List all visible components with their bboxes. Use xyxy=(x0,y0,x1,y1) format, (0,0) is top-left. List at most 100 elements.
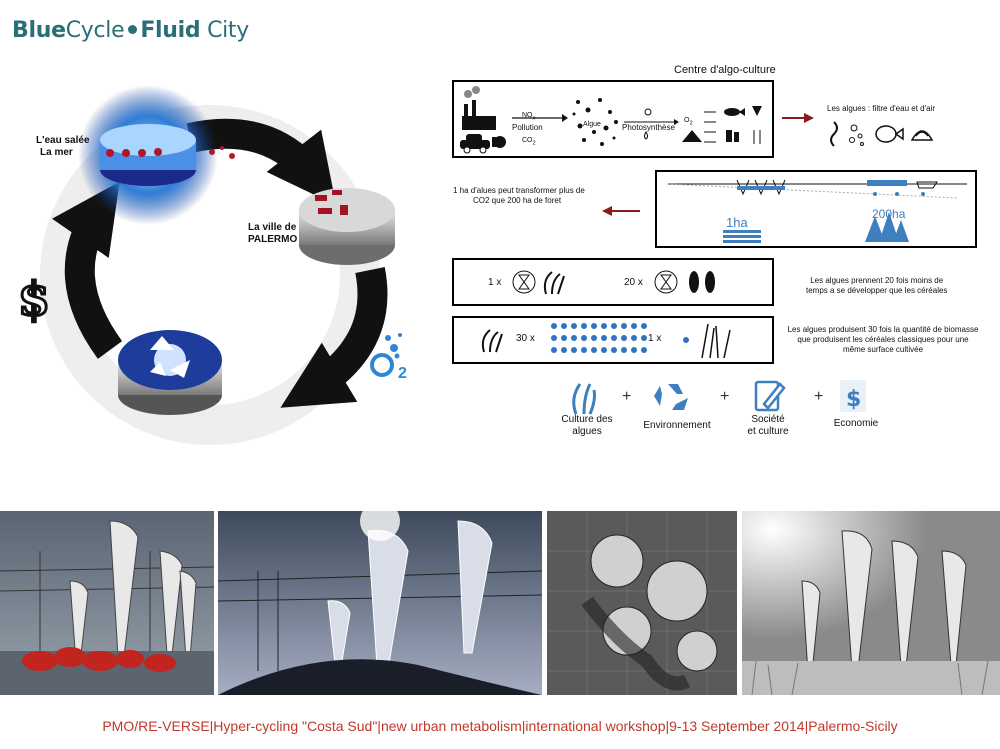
cutlery-icon xyxy=(753,130,761,144)
dollar-badge-icon: $ xyxy=(840,380,866,412)
algae-farm-icon xyxy=(736,179,786,196)
algae-icon xyxy=(543,271,565,295)
pillar-economy-line1: Economie xyxy=(833,418,879,429)
algae-icon-3 xyxy=(572,383,596,415)
water-drops-icon xyxy=(551,323,647,353)
hectare-diagram xyxy=(666,179,967,243)
o2-output-sub: 2 xyxy=(689,120,693,127)
brand-part-fluid: Fluid xyxy=(140,18,201,43)
render-photo-3 xyxy=(547,511,737,695)
city-label-line1: La ville de xyxy=(248,222,297,233)
cereal-stalks-icon xyxy=(701,323,731,359)
brand-part-cycle: Cycle xyxy=(65,18,125,43)
fish-icon xyxy=(724,108,745,116)
growth-caption-line1: Les algues prennent 20 fois moins de xyxy=(810,276,944,285)
bubbles-icon xyxy=(849,124,864,146)
pyramid-icon xyxy=(682,130,702,142)
nox-sub: x xyxy=(532,115,536,122)
sea-label-line2: La mer xyxy=(40,147,73,158)
water-box xyxy=(452,316,774,364)
cereal-icon xyxy=(689,271,715,293)
water-drop-icon xyxy=(644,131,648,140)
cosmetic-icon xyxy=(726,130,739,142)
growth-cereal-factor: 20 x xyxy=(624,277,643,288)
hectare-caption-line1: 1 ha d'alues peut transformer plus de xyxy=(453,186,585,195)
hourglass-icon-2 xyxy=(654,270,678,294)
hectare-caption: 1 ha d'alues peut transformer plus de CO… xyxy=(453,186,585,206)
algae-area-label: 1ha xyxy=(726,215,748,230)
brand-title: BlueCycle Fluid City xyxy=(12,18,249,43)
algae-cluster-icon xyxy=(106,146,235,159)
plus-sign-2: + xyxy=(720,388,730,405)
fish-outline-icon xyxy=(875,125,904,143)
pillar-environment-label: Environnement xyxy=(638,420,716,432)
o2-subscript: 2 xyxy=(398,365,407,382)
cycle-diagram: $ 2 xyxy=(17,85,407,445)
water-caption-line3: même surface cultivée xyxy=(842,345,924,354)
grass-icon xyxy=(751,660,989,695)
pillar-society-label: Société et culture xyxy=(738,414,798,438)
algae-label: Algue xyxy=(583,121,601,128)
render-photo-4 xyxy=(742,511,1000,695)
co2-text: CO xyxy=(522,137,533,144)
pillar-society-line2: et culture xyxy=(747,426,789,437)
co2-sub: 2 xyxy=(532,140,536,147)
dollar-icon: $ xyxy=(18,272,50,326)
growth-algae-factor: 1 x xyxy=(488,277,502,288)
growth-caption-line2: temps a se développer que les céréales xyxy=(806,286,948,295)
forest-area-label: 200ha xyxy=(872,207,906,221)
water-algae-factor: 30 x xyxy=(516,333,535,344)
algae-tower-icon-3 xyxy=(801,530,967,674)
pillar-environment-line1: Environnement xyxy=(643,420,711,431)
light-flare xyxy=(360,511,400,541)
pollution-label: Pollution xyxy=(512,123,543,132)
arrow-to-filter xyxy=(782,113,814,123)
red-trees-icon xyxy=(22,647,176,672)
arrow-to-hectare-caption xyxy=(602,206,640,216)
growth-box xyxy=(452,258,774,306)
dollar-badge-symbol: $ xyxy=(846,387,861,412)
brand-part-city: City xyxy=(207,18,249,43)
hectare-box xyxy=(655,170,977,248)
recycle-icon xyxy=(150,336,190,378)
pillar-algae-line1: Culture des xyxy=(561,414,613,425)
edit-document-icon xyxy=(754,380,786,412)
algae-icon-2 xyxy=(481,329,503,353)
nox-label: NOx xyxy=(522,112,535,122)
arrow-photosynthesis-head xyxy=(674,119,679,125)
output-arrows-icon xyxy=(704,111,716,143)
brand-part-blue: Blue xyxy=(12,18,66,43)
process-diagram xyxy=(460,86,762,154)
plus-sign-1: + xyxy=(622,388,632,405)
algae-particles-icon xyxy=(572,98,618,146)
water-cereal-factor: 1 x xyxy=(648,333,662,344)
pillar-algae-label: Culture des algues xyxy=(556,414,618,438)
water-depth-line xyxy=(666,183,958,199)
arrow-pollution-head xyxy=(562,114,568,122)
algae-center-title: Centre d'algo-culture xyxy=(674,64,776,76)
shell-outline-icon xyxy=(910,130,934,141)
algae-tower-icon xyxy=(69,520,197,664)
pillar-economy-label: Economie xyxy=(826,418,886,430)
render-photo-1 xyxy=(0,511,214,695)
city-map-icon xyxy=(315,190,348,215)
co2-label: CO2 xyxy=(522,137,536,147)
footer-caption: PMO/RE-VERSE|Hyper-cycling "Costa Sud"|n… xyxy=(102,718,898,734)
nox-text: NO xyxy=(522,112,533,119)
sea-disc-top xyxy=(100,124,196,156)
hourglass-icon xyxy=(512,270,536,294)
sea-label: L'eau salée La mer xyxy=(36,135,90,159)
city-label: La ville de PALERMO xyxy=(248,222,297,246)
pillar-society-line1: Société xyxy=(751,414,785,425)
algae-tower-icon-2 xyxy=(327,520,493,682)
pillar-icons: $ xyxy=(572,380,866,415)
water-caption-line2: que produisent les céréales classiques p… xyxy=(797,335,969,344)
process-box xyxy=(452,80,774,158)
water-drop-single-icon xyxy=(683,337,689,343)
city-label-line2: PALERMO xyxy=(248,234,298,245)
sea-label-line1: L'eau salée xyxy=(36,135,90,146)
o2-output-label: O2 xyxy=(684,117,693,127)
render-photo-2 xyxy=(218,511,542,695)
recycle-icon-2 xyxy=(654,384,688,410)
brand-dot xyxy=(128,25,138,34)
